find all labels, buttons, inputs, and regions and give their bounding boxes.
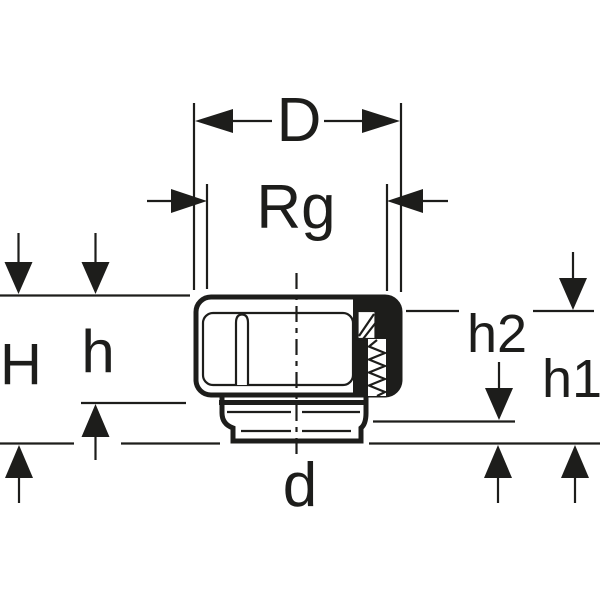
clamp-hatch-line-1 <box>358 313 375 337</box>
dimension-D: D <box>192 86 403 292</box>
label-D: D <box>277 86 322 155</box>
arrowhead-right-icon <box>362 109 400 133</box>
dimension-d: d <box>283 451 317 520</box>
label-h1: h1 <box>542 349 600 409</box>
arrowhead-left-icon <box>195 109 233 133</box>
dimension-h2: h2 <box>467 304 527 503</box>
arrowhead-down-icon <box>81 262 110 294</box>
label-h: h <box>81 318 114 385</box>
label-h2: h2 <box>467 304 527 364</box>
arrowhead-up-icon <box>484 445 512 478</box>
arrowhead-down-icon <box>485 388 513 420</box>
label-H: H <box>0 332 42 397</box>
dimension-Rg: Rg <box>147 173 448 291</box>
fitting-drawing <box>193 273 403 458</box>
reference-lines <box>0 294 600 445</box>
inner-rib <box>234 313 250 385</box>
arrowhead-down-icon <box>4 262 33 294</box>
arrowhead-up-icon <box>5 445 33 478</box>
inner-cavity <box>201 311 355 387</box>
clamp-detail <box>356 309 377 341</box>
arrowhead-up-icon <box>81 404 110 437</box>
arrowhead-right-icon <box>171 189 207 213</box>
dimension-h: h <box>81 233 115 460</box>
label-Rg: Rg <box>256 173 335 242</box>
dimension-H: H <box>0 233 42 503</box>
arrowhead-down-icon <box>559 278 587 310</box>
dimension-h1: h1 <box>542 252 600 503</box>
arrowhead-up-icon <box>561 445 589 478</box>
thread-symbol <box>366 339 388 397</box>
thread-zigzag <box>366 339 388 397</box>
label-d: d <box>283 451 317 520</box>
arrowhead-left-icon <box>387 189 423 213</box>
clamp-hatch-line-2 <box>362 322 377 340</box>
